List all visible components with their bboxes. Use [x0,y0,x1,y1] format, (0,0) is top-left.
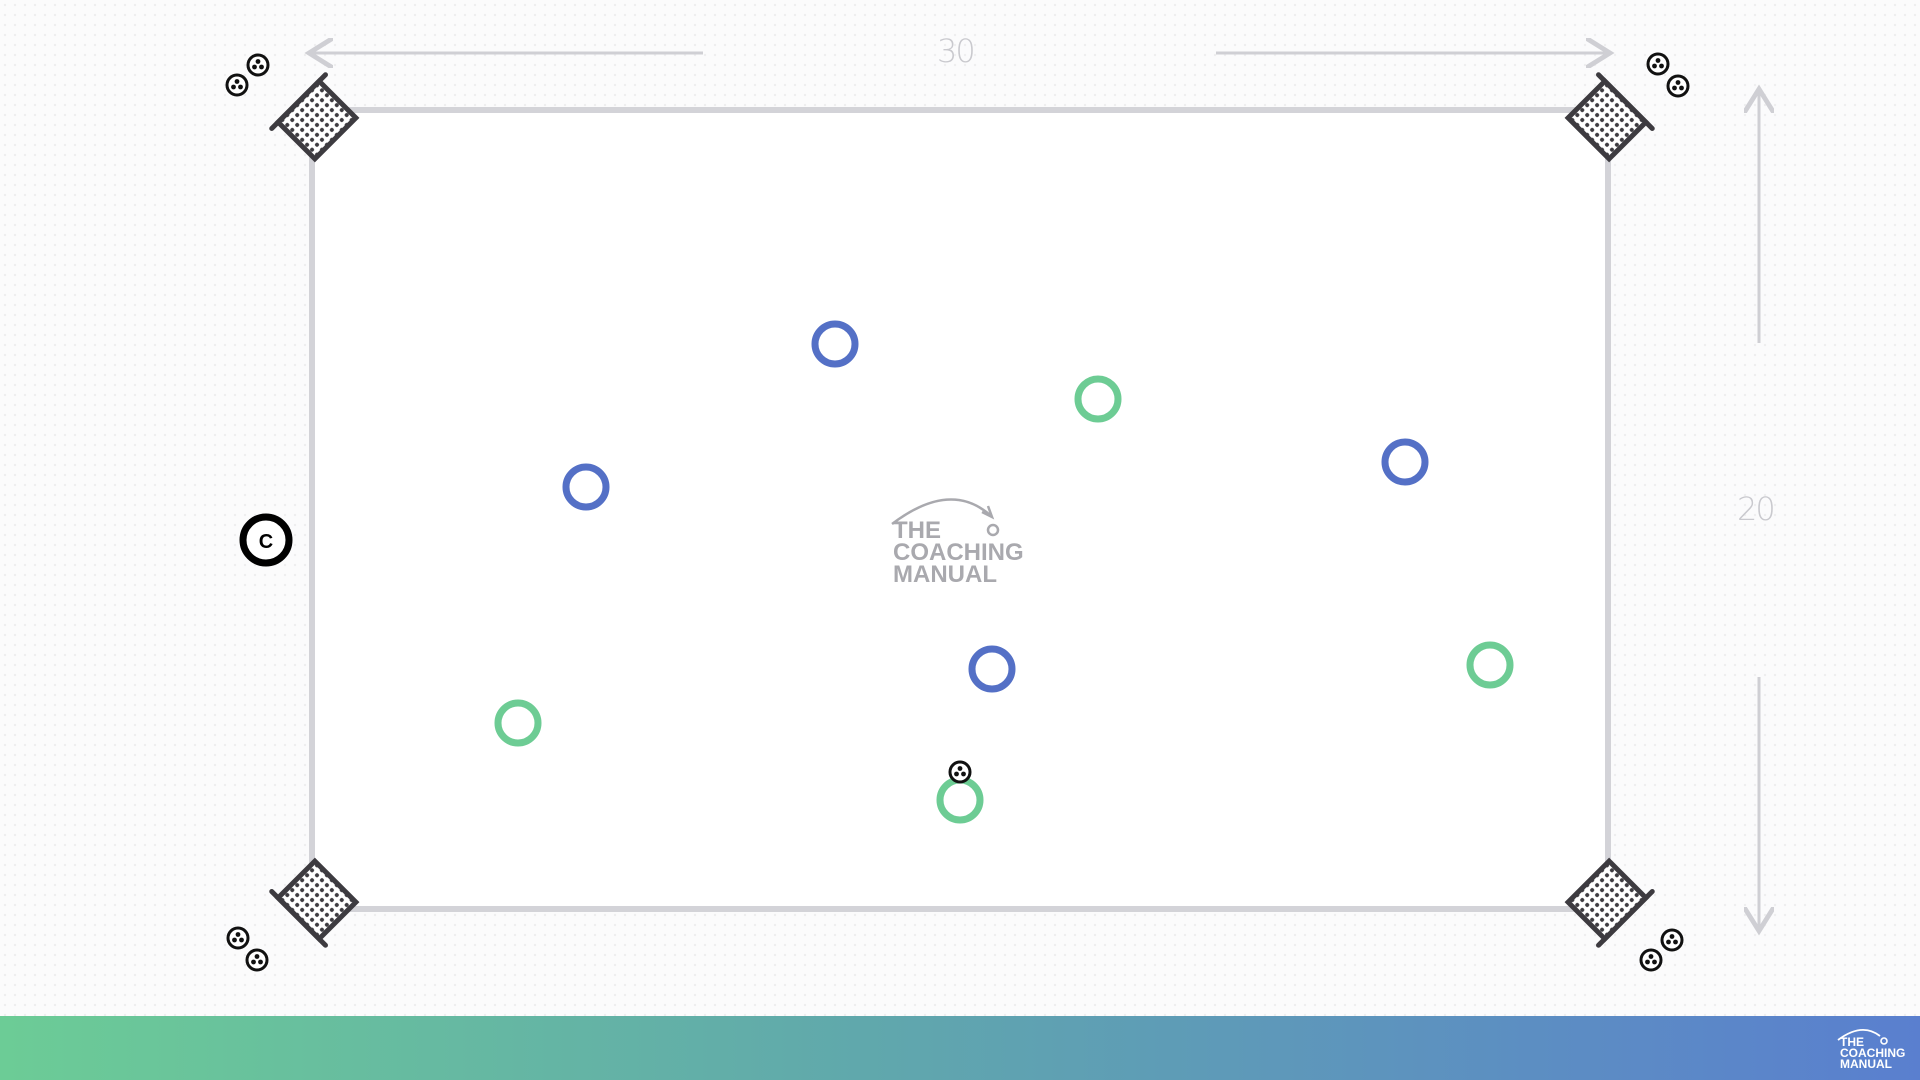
blue-player [562,463,610,511]
coaching-manual-watermark: THE COACHING MANUAL [891,498,1024,588]
goal-top-left [272,75,363,166]
height-dimension-label: 20 [1737,490,1776,528]
blue-player [968,645,1016,693]
width-dimension-label: 30 [937,32,976,70]
ball-pile-bottom-right [1639,928,1684,972]
goal-top-right [1562,75,1653,166]
watermark-line-2: COACHING [893,539,1024,566]
watermark-line-3: MANUAL [893,561,997,588]
blue-player [1381,438,1429,486]
green-player [1074,375,1122,423]
goal-bottom-right [1562,855,1653,946]
blue-team [562,320,1429,693]
green-player [936,776,984,824]
coach-label: C [259,531,273,553]
goal-bottom-left [272,855,363,946]
ball-pile-bottom-left [226,926,269,972]
coach-marker: C [239,513,293,567]
green-player [494,699,542,747]
watermark-line-1: THE [893,517,941,544]
match-ball [948,760,972,784]
blue-player [811,320,859,368]
ball-pile-top-right [1646,52,1690,98]
green-team [494,375,1514,824]
ball-pile-top-left [225,53,270,97]
footer-bar [0,1016,1920,1080]
green-player [1466,641,1514,689]
